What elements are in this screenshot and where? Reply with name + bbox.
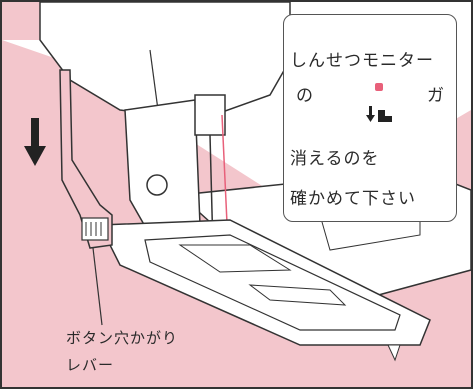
down-arrow-icon [24, 118, 46, 166]
thumb-screw-icon [146, 174, 168, 196]
bubble-line-2-right: ガ [427, 86, 445, 106]
buttonhole-lever-down-icon [366, 106, 392, 122]
bubble-line-2-left: の [296, 86, 314, 106]
callout-line-1: ボタン穴かがり [66, 329, 179, 347]
buttonhole-foot [98, 219, 431, 346]
bubble-line-4: 確かめて下さい [290, 189, 416, 209]
monitor-speech-bubble: しんせつモニター の ガ 消えるのを 確かめて下さい [283, 14, 457, 222]
monitor-lamp-icon [375, 83, 383, 91]
bubble-line-1: しんせつモニター [290, 51, 434, 71]
buttonhole-lever [59, 69, 113, 249]
callout-line-2: レバー [66, 356, 115, 374]
bubble-line-3: 消えるのを [290, 149, 380, 169]
lever-callout-label: ボタン穴かがり レバー [66, 325, 178, 379]
callout-leader [92, 247, 103, 326]
